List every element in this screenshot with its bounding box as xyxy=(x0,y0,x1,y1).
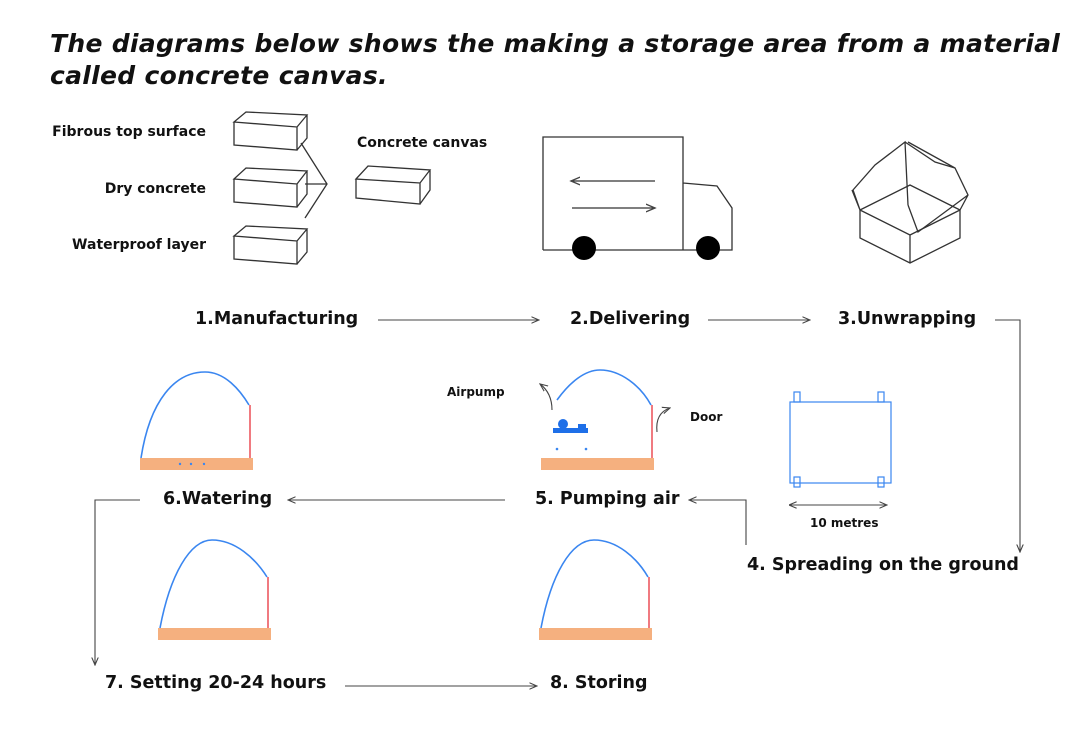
title-line-2: called concrete canvas. xyxy=(50,61,388,90)
spread-canvas xyxy=(789,391,892,488)
concrete-canvas-box xyxy=(354,165,432,205)
storing-dome xyxy=(539,539,652,640)
step-1: 1.Manufacturing xyxy=(195,309,359,329)
truck xyxy=(542,136,733,251)
pumping-dome xyxy=(541,369,654,470)
watering-dome xyxy=(140,371,253,470)
step-2: 2.Delivering xyxy=(570,309,691,329)
label-dry-concrete: Dry concrete xyxy=(104,181,206,197)
flow-arrows xyxy=(95,320,1020,686)
step-7: 7. Setting 20-24 hours xyxy=(105,673,327,693)
diagram-title: The diagrams below shows the making a st… xyxy=(50,28,1060,92)
label-airpump: Airpump xyxy=(447,385,505,399)
open-box xyxy=(851,140,969,264)
setting-dome xyxy=(158,539,271,640)
label-fibrous: Fibrous top surface xyxy=(52,124,206,140)
dry-concrete-box xyxy=(232,167,309,208)
label-door: Door xyxy=(690,410,723,424)
truck-wheels xyxy=(572,236,720,260)
label-width: 10 metres xyxy=(810,516,879,530)
airpump-icon xyxy=(553,419,588,433)
waterproof-layer-box xyxy=(232,225,309,265)
label-waterproof: Waterproof layer xyxy=(72,237,206,253)
step-3: 3.Unwrapping xyxy=(838,309,977,329)
step-6: 6.Watering xyxy=(163,489,273,509)
label-concrete-canvas: Concrete canvas xyxy=(357,135,488,151)
merge-lines xyxy=(300,142,328,219)
step-4: 4. Spreading on the ground xyxy=(747,555,1019,575)
fibrous-layer-box xyxy=(232,111,309,151)
title-line-1: The diagrams below shows the making a st… xyxy=(50,29,1061,58)
step-5: 5. Pumping air xyxy=(535,489,680,509)
step-8: 8. Storing xyxy=(550,673,648,693)
